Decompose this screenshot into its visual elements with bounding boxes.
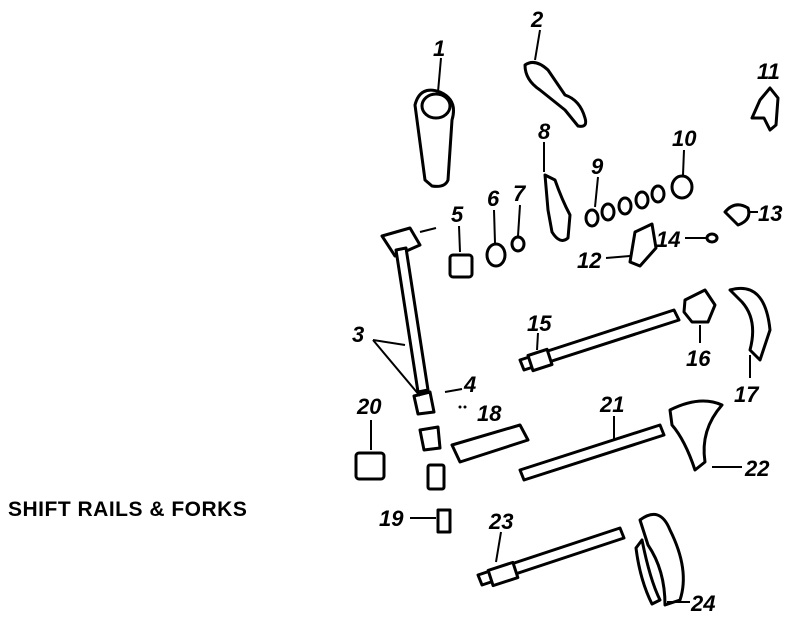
callout-15: 15 <box>527 311 552 336</box>
callout-21: 21 <box>599 392 624 417</box>
part-9-10-washers <box>584 149 694 228</box>
part-19-spring <box>410 508 452 534</box>
part-18-interlock-plate <box>426 423 530 491</box>
callout-23: 23 <box>488 509 513 534</box>
callout-24: 24 <box>690 591 715 616</box>
part-17-shift-fork <box>728 287 772 378</box>
callout-7: 7 <box>513 181 527 206</box>
part-20-block <box>354 420 386 481</box>
callout-12: 12 <box>577 248 602 273</box>
part-5-6-7-components <box>448 204 526 279</box>
part-11-bracket <box>750 86 780 132</box>
part-23-shift-rail <box>476 526 626 588</box>
part-22-shift-fork <box>668 399 742 472</box>
callout-11: 11 <box>757 59 780 84</box>
callout-20: 20 <box>356 394 382 419</box>
callout-1: 1 <box>433 36 445 61</box>
callout-8: 8 <box>538 119 551 144</box>
part-8-interlock <box>543 142 572 242</box>
callout-18: 18 <box>477 401 502 426</box>
part-16-shift-block <box>682 288 717 343</box>
callout-4: 4 <box>463 372 476 397</box>
callout-5: 5 <box>451 202 464 227</box>
callout-6: 6 <box>487 186 500 211</box>
part-12-13-14 <box>605 203 758 268</box>
callout-3: 3 <box>352 322 364 347</box>
callout-16: 16 <box>686 346 711 371</box>
callout-2: 2 <box>530 7 544 32</box>
diagram-title: SHIFT RAILS & FORKS <box>8 498 248 521</box>
callout-22: 22 <box>744 456 770 481</box>
part-4-pin <box>444 388 467 409</box>
part-3-shift-shaft <box>372 226 442 452</box>
callout-10: 10 <box>672 126 697 151</box>
callout-13: 13 <box>758 201 782 226</box>
part-2-lever-arm <box>523 29 588 128</box>
part-1-shift-lever <box>413 57 455 188</box>
part-15-shift-rail <box>518 308 681 373</box>
callout-17: 17 <box>734 382 760 407</box>
callout-9: 9 <box>591 154 604 179</box>
part-21-shift-rail <box>518 416 666 482</box>
part-24-shift-fork <box>634 512 690 607</box>
callout-19: 19 <box>379 506 404 531</box>
callout-14: 14 <box>656 227 680 252</box>
